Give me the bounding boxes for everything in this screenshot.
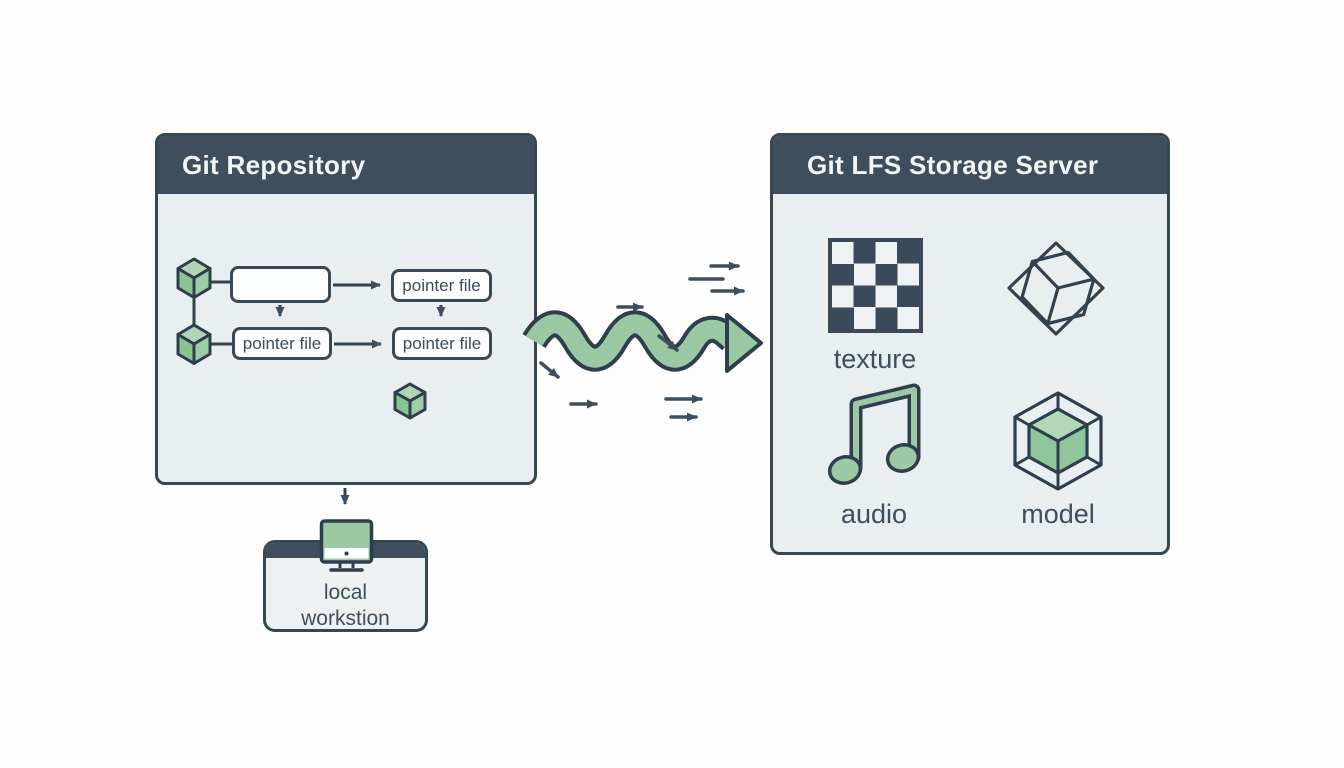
pointer-file-box: pointer file [392, 327, 492, 360]
model-label: model [1021, 499, 1095, 529]
transfer-speed-arrows [539, 261, 745, 422]
large-file-box [230, 266, 331, 303]
git-repository-panel: Git Repository [155, 133, 537, 485]
lfs-server-header: Git LFS Storage Server [773, 136, 1167, 194]
pointer-file-box: pointer file [391, 269, 492, 302]
workstation-box: local workstion [263, 540, 428, 632]
texture-label: texture [833, 344, 917, 374]
lfs-server-title: Git LFS Storage Server [807, 149, 1099, 180]
texture-checkerboard-icon [828, 238, 923, 333]
workstation-titlebar [266, 543, 425, 558]
audio-label: audio [840, 499, 908, 529]
workstation-label: local workstion [301, 581, 390, 630]
wavy-transfer-arrow [522, 310, 763, 373]
git-repository-header: Git Repository [158, 136, 534, 194]
pointer-file-box: pointer file [232, 327, 332, 360]
git-repository-title: Git Repository [182, 149, 366, 180]
